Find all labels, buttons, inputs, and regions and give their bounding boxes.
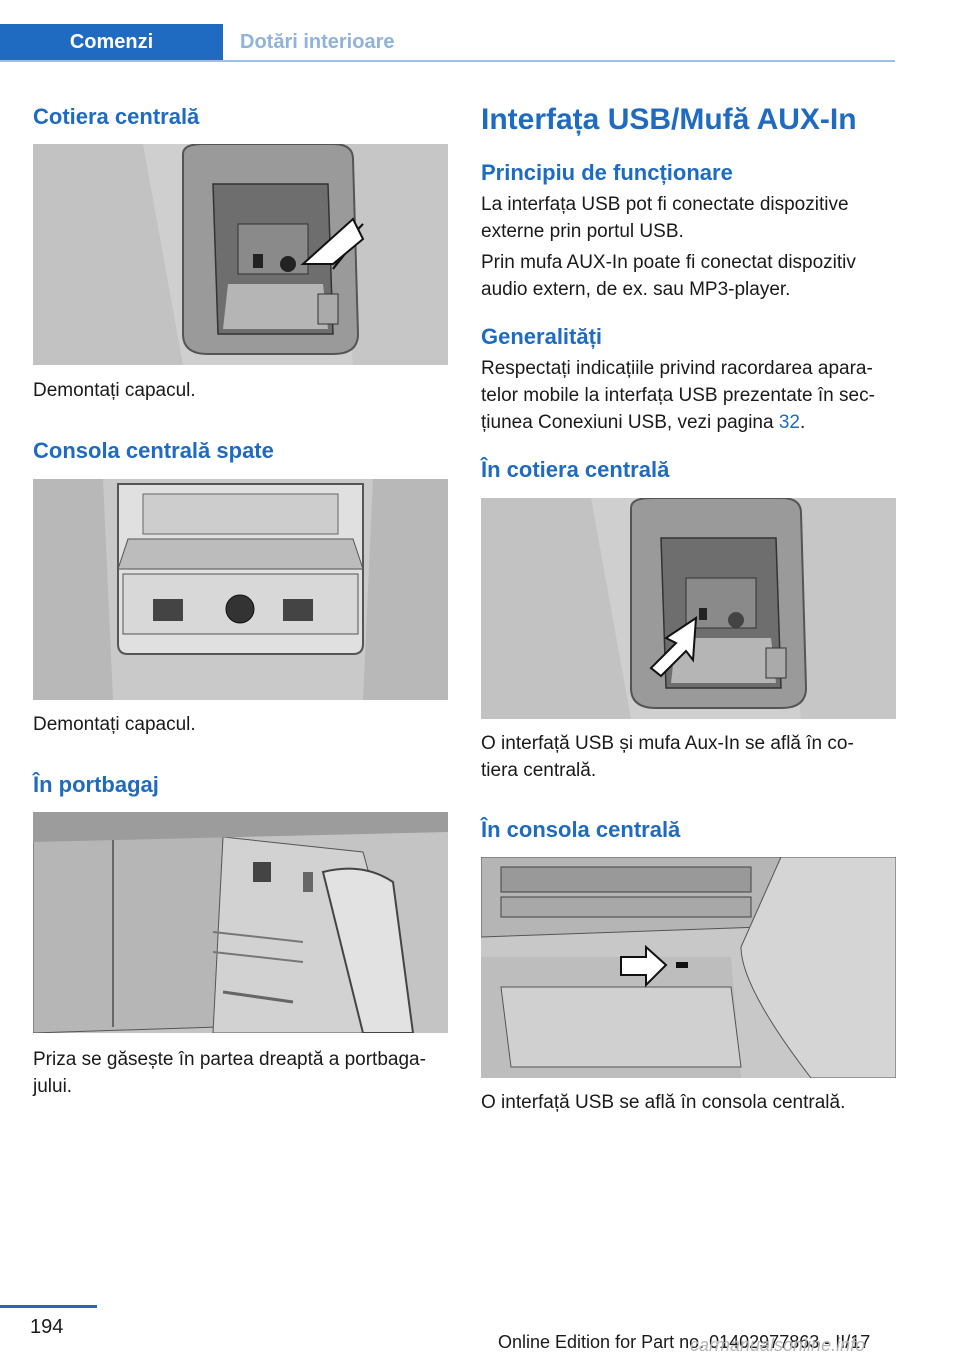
photo-trunk (33, 812, 448, 1033)
subtitle-cotiera: În cotiera centrală (481, 457, 670, 482)
paragraph-usb-devices: La interfața USB pot fi conectate dispoz… (481, 194, 849, 242)
watermark: carmanualsonline.info (690, 1335, 866, 1355)
page-number: 194 (30, 1316, 64, 1338)
edition-note: Online Edition for Part no. 01402977863 … (498, 1332, 871, 1352)
caption-armrest-usb: O interfață USB și mufa Aux-In se află î… (481, 733, 854, 781)
caption-rear-console: Demontați capacul. (33, 714, 196, 735)
caption-trunk: Priza se găsește în partea dreaptă a por… (33, 1049, 426, 1097)
photo-armrest (33, 144, 448, 365)
header-divider (0, 60, 895, 62)
tab-dotari-interioare[interactable]: Dotări interioare (240, 30, 395, 53)
photo-center-console-usb (481, 857, 896, 1078)
subtitle-generalitati: Generalități (481, 324, 603, 349)
chapter-header: Comenzi Dotări interioare (0, 24, 895, 62)
main-title-usb-aux: Interfața USB/Mufă AUX-In (481, 103, 857, 136)
subtitle-consola-centrala: În consola centrală (481, 817, 681, 842)
tab-comenzi[interactable]: Comenzi (0, 24, 223, 60)
subtitle-principiu: Principiu de funcționare (481, 160, 733, 185)
section-title-consola-spate: Consola centrală spate (33, 438, 274, 463)
photo-rear-console (33, 479, 448, 700)
footer-rule (0, 1305, 97, 1308)
caption-armrest: Demontați capacul. (33, 380, 196, 401)
paragraph-aux-in: Prin mufa AUX-In poate fi conectat dispo… (481, 252, 856, 300)
section-title-cotiera: Cotiera centrală (33, 104, 200, 129)
paragraph-general: Respectați indicațiile privind racordare… (481, 358, 875, 433)
caption-center-console-usb: O interfață USB se află în consola centr… (481, 1092, 846, 1113)
photo-armrest-usb (481, 498, 896, 719)
section-title-portbagaj: În portbagaj (33, 772, 159, 797)
page-link-32[interactable]: 32 (778, 412, 800, 433)
